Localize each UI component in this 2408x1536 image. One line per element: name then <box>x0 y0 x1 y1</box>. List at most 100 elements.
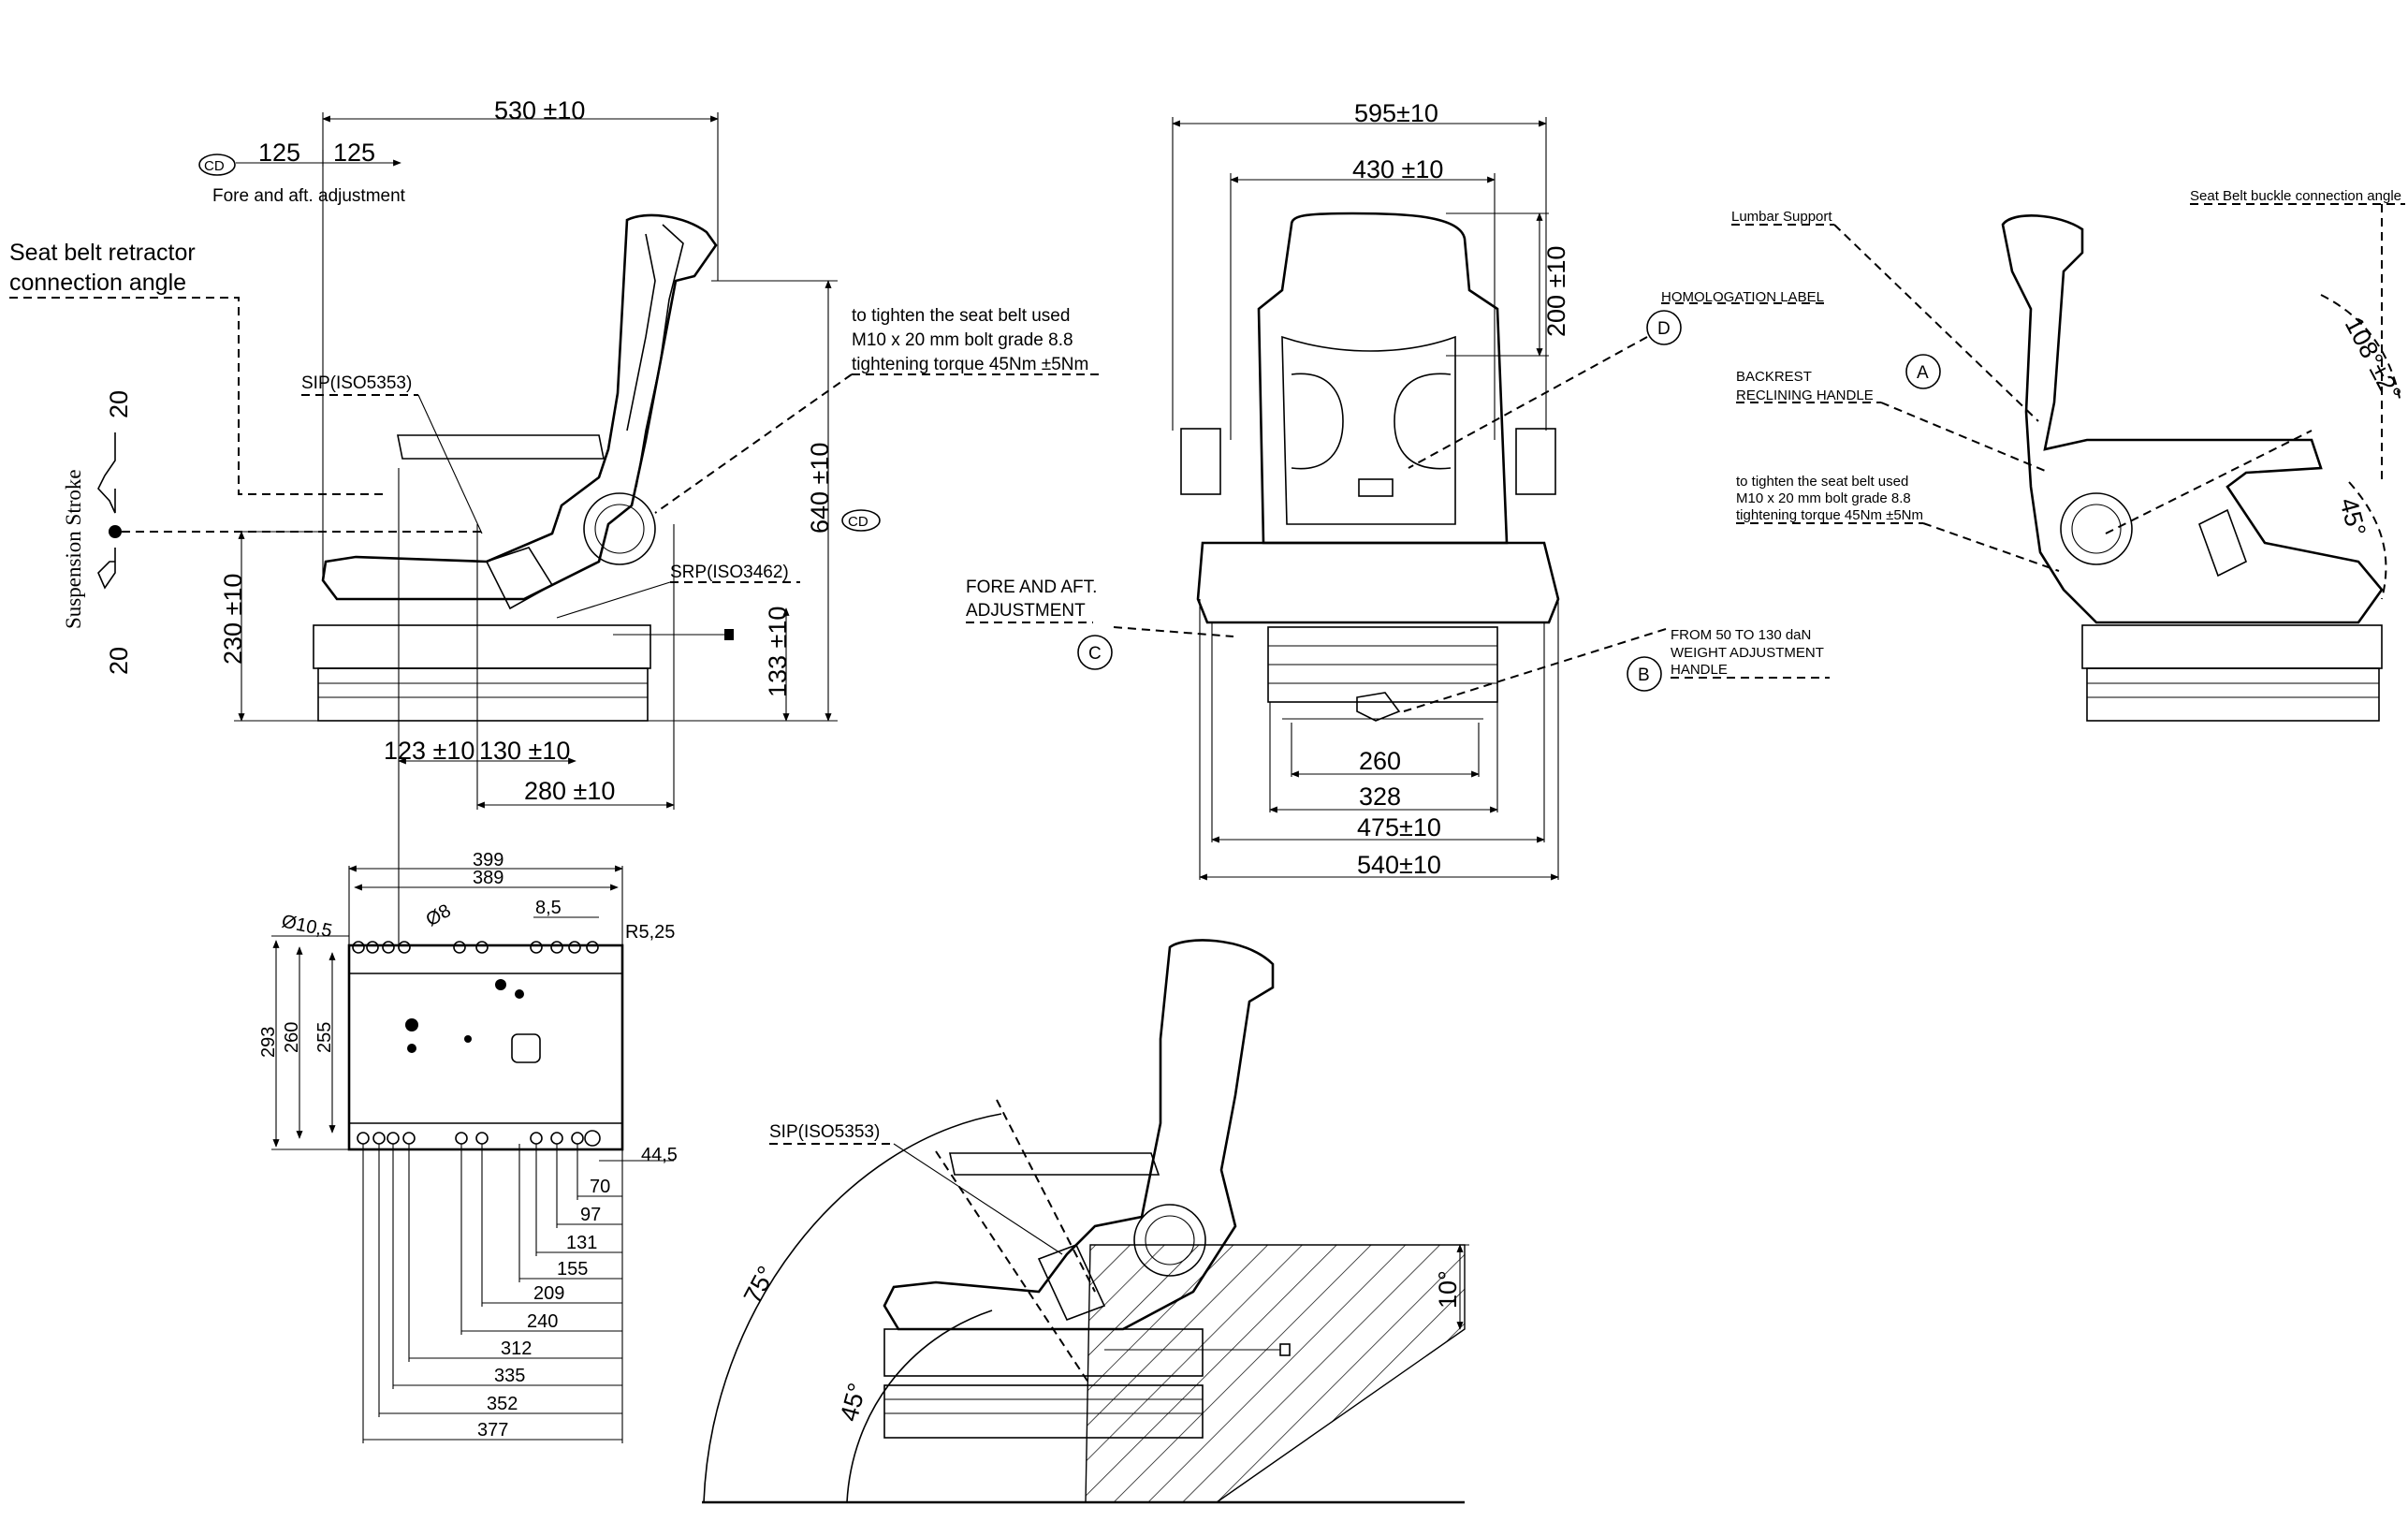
bottom-dim-70: 70 <box>590 1177 610 1197</box>
bottom-dim-97: 97 <box>580 1205 601 1225</box>
base-plan: 399 389 8,5 Ø10,5 Ø8 R5,25 293 260 255 4… <box>258 850 678 1443</box>
bolt-note-2: M10 x 20 mm bolt grade 8.8 <box>852 330 1073 350</box>
stroke-down: 20 <box>105 647 133 675</box>
bottom-dims: 70 97 131 155 209 240 312 335 352 377 <box>362 1144 623 1443</box>
right-seat-outline <box>2001 214 2384 624</box>
sip-label-side: SIP(ISO5353) <box>301 373 412 393</box>
hole-row-top <box>352 941 599 954</box>
tag-a: A <box>1917 363 1929 383</box>
dim-44-5: 44,5 <box>641 1145 678 1165</box>
bolt-note-1: to tighten the seat belt used <box>852 306 1070 326</box>
right-view: Lumbar Support Seat Belt buckle connecti… <box>1731 188 2407 722</box>
side-armrest <box>397 434 605 460</box>
hole-row-bottom <box>357 1130 601 1147</box>
dim-123: 123 ±10 <box>384 737 474 765</box>
dim-overall-depth: 530 ±10 <box>494 96 585 124</box>
dim-130: 130 ±10 <box>479 737 570 765</box>
iso-suspension-base <box>883 1384 1204 1439</box>
recline-2: RECLINING HANDLE <box>1736 388 1874 403</box>
front-lumbar-right <box>1394 373 1452 470</box>
clearance-envelope <box>1085 1244 1466 1503</box>
fore-aft-label: Fore and aft. adjustment <box>212 186 406 206</box>
dim-280: 280 ±10 <box>524 777 615 805</box>
buckle-label: Seat Belt buckle connection angle <box>2190 188 2401 204</box>
right-slide-rails <box>2081 624 2383 669</box>
dia-10-5: Ø10,5 <box>280 911 334 942</box>
homologation-label-plate <box>1358 478 1394 497</box>
cd-tag-1: CD <box>204 158 225 174</box>
dim-595: 595±10 <box>1354 99 1438 127</box>
suspension-label: Suspension Stroke <box>62 469 85 629</box>
dim-200: 200 ±10 <box>1542 246 1570 337</box>
dim-640: 640 ±10 <box>806 443 834 534</box>
radius-5-25: R5,25 <box>625 922 675 943</box>
r-bolt-note-1: to tighten the seat belt used <box>1736 474 1908 490</box>
fore-aft-1: FORE AND AFT. <box>966 578 1097 597</box>
cd-tag-2: CD <box>848 514 868 530</box>
dim-fore-aft-right: 125 <box>333 139 375 167</box>
weight-handle <box>1356 692 1401 722</box>
dim-fore-aft-left: 125 <box>258 139 300 167</box>
base-plate <box>347 944 624 1151</box>
front-seat-back <box>1257 212 1509 545</box>
weight-2: WEIGHT ADJUSTMENT <box>1671 645 1824 661</box>
iso-belt-retractor <box>1037 1243 1106 1322</box>
bottom-dim-377: 377 <box>477 1420 508 1441</box>
bottom-dim-240: 240 <box>527 1311 558 1332</box>
bottom-dim-352: 352 <box>487 1394 518 1414</box>
srp-label: SRP(ISO3462) <box>670 563 789 582</box>
arc-45 <box>846 1309 993 1503</box>
dim-399: 399 <box>473 850 503 870</box>
front-seat-cushion <box>1196 541 1560 624</box>
angle-108: 108°±2° <box>2340 313 2407 405</box>
bottom-dim-209: 209 <box>533 1283 564 1304</box>
dim-133: 133 ±10 <box>764 607 792 697</box>
side-view: 530 ±10 CD 125 125 Fore and aft. adjustm… <box>9 96 1100 945</box>
dim-389: 389 <box>473 868 503 888</box>
side-recliner-disc <box>583 492 656 565</box>
front-view: 595±10 430 ±10 200 ±10 HOMOLOGATION LABE… <box>966 99 1830 881</box>
weight-1: FROM 50 TO 130 daN <box>1671 627 1811 643</box>
seat-belt-angle-line2: connection angle <box>9 270 186 296</box>
right-recliner-disc <box>2060 492 2133 565</box>
side-belt-retractor <box>485 547 554 610</box>
front-armrest-right <box>1515 428 1556 495</box>
front-dim-540: 540±10 <box>1357 851 1441 879</box>
angle-45-right: 45° <box>2334 495 2372 539</box>
front-dim-328: 328 <box>1359 783 1401 811</box>
suspension-center-dot <box>109 525 122 538</box>
fore-aft-2: ADJUSTMENT <box>966 601 1086 621</box>
front-dim-260: 260 <box>1359 747 1401 775</box>
dia-8: Ø8 <box>423 900 455 930</box>
iso-slide-rails <box>883 1328 1204 1377</box>
dim-8-5: 8,5 <box>535 898 562 918</box>
homologation-label: HOMOLOGATION LABEL <box>1661 289 1824 305</box>
iso-seat-outline <box>883 939 1275 1331</box>
right-belt-retractor <box>2198 508 2247 578</box>
dim-260-base: 260 <box>282 1022 302 1053</box>
seat-belt-angle-line1: Seat belt retractor <box>9 240 196 266</box>
iso-armrest <box>949 1152 1160 1176</box>
front-armrest-left <box>1180 428 1221 495</box>
front-dim-475: 475±10 <box>1357 813 1441 841</box>
tag-d: D <box>1657 319 1671 339</box>
bottom-dim-131: 131 <box>566 1233 597 1253</box>
iso-view: SIP(ISO5353) 75° 45° 10° <box>702 939 1469 1504</box>
bolt-note-3: tightening torque 45Nm ±5Nm <box>852 355 1088 374</box>
dim-430: 430 ±10 <box>1352 155 1443 183</box>
sip-label-iso: SIP(ISO5353) <box>769 1122 880 1142</box>
r-bolt-note-2: M10 x 20 mm bolt grade 8.8 <box>1736 490 1911 506</box>
tag-b: B <box>1638 666 1650 685</box>
stroke-up: 20 <box>105 390 133 418</box>
side-slide-rails <box>313 624 651 669</box>
dim-293: 293 <box>258 1027 279 1058</box>
base-center-hole <box>511 1033 541 1063</box>
lumbar-label: Lumbar Support <box>1731 209 1832 225</box>
dim-230: 230 ±10 <box>219 574 247 665</box>
bottom-dim-335: 335 <box>494 1366 525 1386</box>
weight-3: HANDLE <box>1671 662 1728 678</box>
recline-1: BACKREST <box>1736 369 1812 385</box>
angle-45-iso: 45° <box>835 1380 872 1424</box>
dim-255: 255 <box>314 1022 335 1053</box>
